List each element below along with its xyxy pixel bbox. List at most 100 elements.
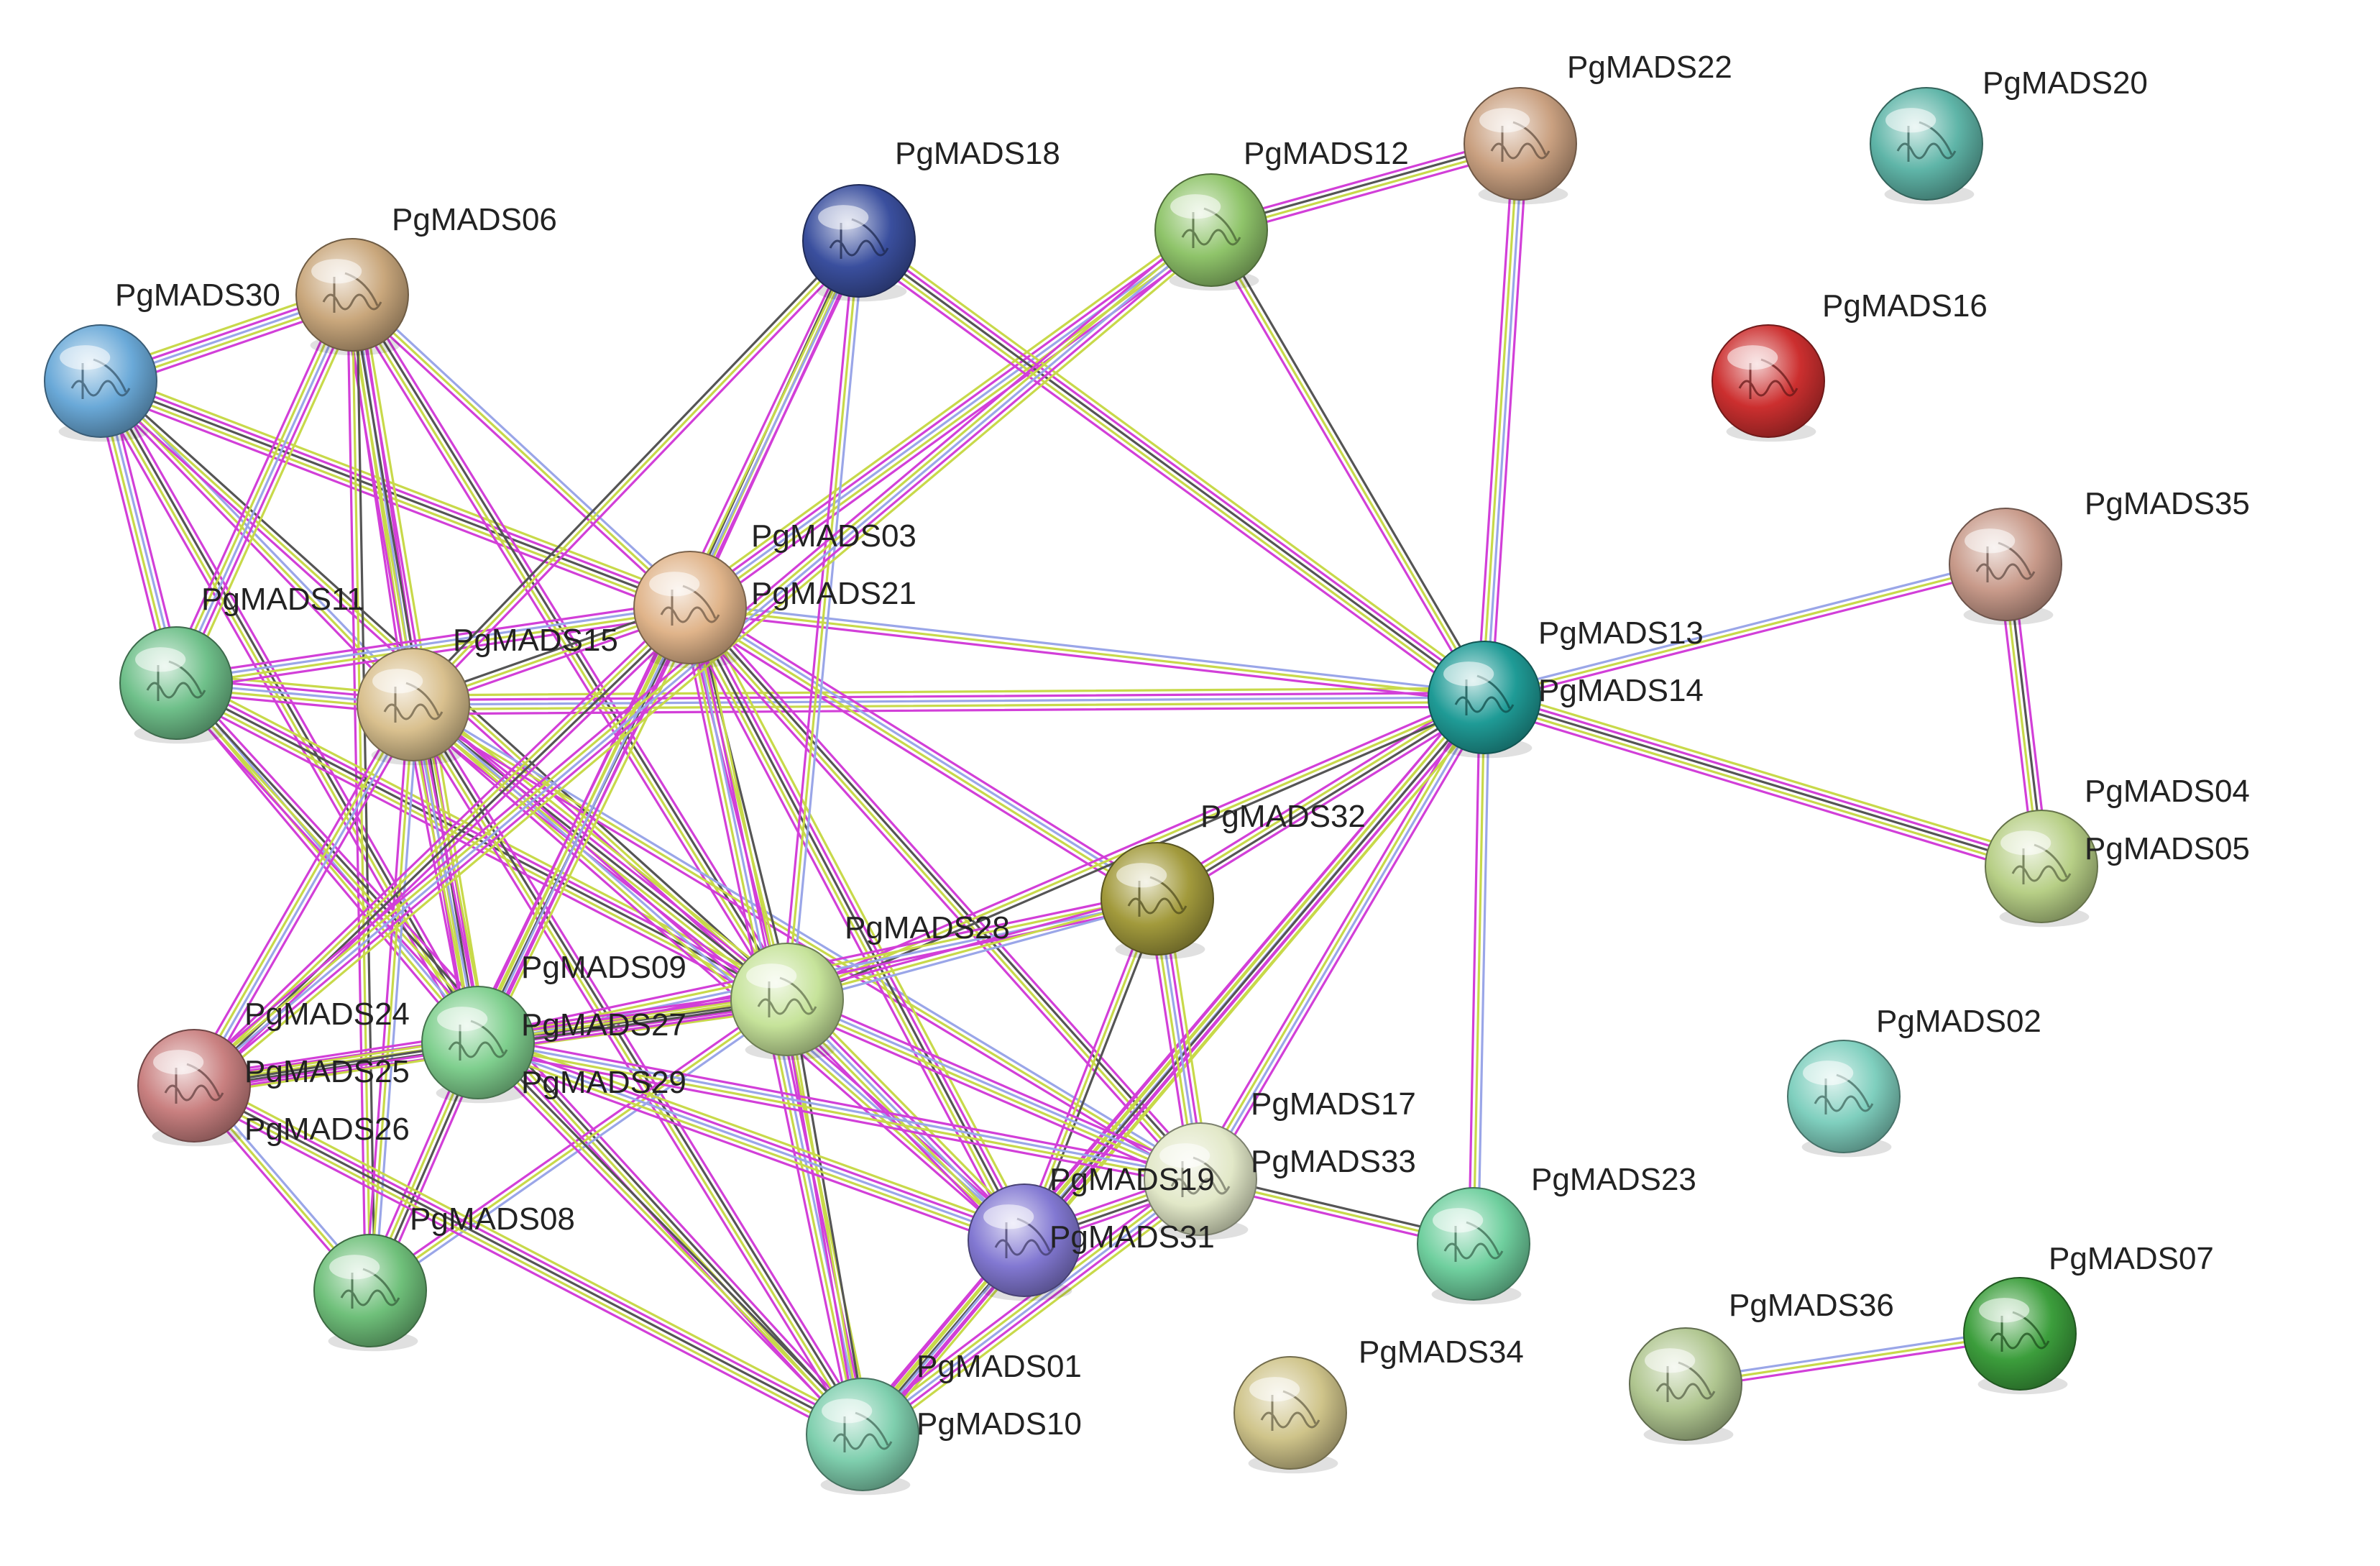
edge-strand xyxy=(687,608,1157,902)
edge-strand xyxy=(1027,899,1163,1244)
node-pgmads08[interactable] xyxy=(313,1234,427,1352)
node-sphere xyxy=(802,184,916,298)
node-pgmads11[interactable] xyxy=(119,626,233,744)
node-sphere xyxy=(357,648,470,761)
edge-strand xyxy=(348,297,689,613)
node-pgmads04[interactable] xyxy=(1985,810,2098,928)
edge-strand xyxy=(412,700,1486,711)
edge-strand xyxy=(786,239,860,1001)
node-gloss xyxy=(1443,661,1494,687)
edge-strand xyxy=(1205,700,1492,1184)
node-pgmads23[interactable] xyxy=(1417,1187,1530,1305)
node-sphere xyxy=(1464,87,1577,201)
node-pgmads30[interactable] xyxy=(44,324,157,442)
node-pgmads22[interactable] xyxy=(1464,87,1577,205)
node-pgmads07[interactable] xyxy=(1963,1277,2077,1395)
edge-strand xyxy=(1481,700,2041,872)
edge-PgMADS13-PgMADS32 xyxy=(1152,690,1489,906)
edge-strand xyxy=(786,897,1159,1001)
node-label: PgMADS31 xyxy=(1049,1219,1215,1255)
node-label: PgMADS36 xyxy=(1729,1288,1894,1323)
node-pgmads36[interactable] xyxy=(1629,1327,1742,1445)
edge-strand xyxy=(1159,702,1489,906)
edge-strand xyxy=(1486,687,2046,859)
edge-strand xyxy=(473,1044,861,1439)
node-pgmads34[interactable] xyxy=(1233,1356,1347,1474)
node-pgmads28[interactable] xyxy=(730,943,844,1061)
node-gloss xyxy=(1479,108,1530,133)
node-pgmads16[interactable] xyxy=(1712,324,1825,442)
node-pgmads20[interactable] xyxy=(1870,87,1983,205)
edge-strand xyxy=(364,702,410,1292)
edge-strand xyxy=(170,690,784,1009)
edge-strand xyxy=(174,604,692,682)
node-label: PgMADS16 xyxy=(1822,288,1988,324)
node-pgmads02[interactable] xyxy=(1787,1040,1901,1158)
node-label: PgMADS34 xyxy=(1359,1334,1524,1370)
node-sphere xyxy=(1233,1356,1347,1470)
edge-strand xyxy=(477,1039,1203,1178)
edge-PgMADS15-PgMADS18 xyxy=(408,236,864,710)
node-label: PgMADS05 xyxy=(2085,831,2250,866)
edge-strand xyxy=(694,601,1207,1176)
node-label: PgMADS29 xyxy=(521,1065,686,1100)
node-pgmads06[interactable] xyxy=(295,238,409,356)
edge-strand xyxy=(175,608,692,687)
node-pgmads01[interactable] xyxy=(806,1378,919,1496)
node-pgmads15[interactable] xyxy=(357,648,470,766)
edge-strand xyxy=(790,997,869,1435)
node-gloss xyxy=(1159,1143,1210,1168)
edge-strand xyxy=(179,296,358,687)
edge-strand xyxy=(1157,698,1487,902)
edge-strand xyxy=(868,702,1493,1442)
edge-PgMADS12-PgMADS13 xyxy=(1205,226,1490,701)
node-pgmads17[interactable] xyxy=(1144,1122,1257,1240)
edge-strand xyxy=(188,1092,860,1444)
edge-PgMADS32-PgMADS28 xyxy=(784,893,1160,1005)
edge-strand xyxy=(858,239,1486,699)
node-pgmads24[interactable] xyxy=(137,1029,251,1147)
edge-PgMADS09-PgMADS01 xyxy=(473,1038,868,1439)
edge-strand xyxy=(684,607,784,1002)
node-sphere xyxy=(1787,1040,1901,1153)
edge-PgMADS13-PgMADS04 xyxy=(1480,687,2046,877)
edge-PgMADS17-PgMADS01 xyxy=(855,1170,1208,1444)
edge-PgMADS03-PgMADS17 xyxy=(684,601,1207,1186)
edge-strand xyxy=(477,1041,864,1436)
node-pgmads35[interactable] xyxy=(1949,508,2062,626)
node-gloss xyxy=(1885,108,1936,133)
node-pgmads13[interactable] xyxy=(1428,641,1541,759)
edge-strand xyxy=(198,236,1219,1094)
node-label: PgMADS33 xyxy=(1251,1144,1416,1179)
edge-strand xyxy=(166,290,345,681)
edge-strand xyxy=(783,1004,1199,1187)
node-pgmads18[interactable] xyxy=(802,184,916,302)
node-pgmads19[interactable] xyxy=(968,1183,1081,1301)
edge-strand xyxy=(473,1050,1023,1250)
node-pgmads12[interactable] xyxy=(1154,173,1268,291)
nodes-layer xyxy=(44,87,2098,1496)
node-sphere xyxy=(119,626,233,740)
edge-strand xyxy=(188,601,686,1082)
node-sphere xyxy=(1417,1187,1530,1301)
edge-PgMADS13-PgMADS23 xyxy=(1467,696,1491,1245)
edge-strand xyxy=(1483,563,2007,699)
node-gloss xyxy=(329,1255,380,1280)
edge-strand xyxy=(692,232,1216,613)
edge-strand xyxy=(685,612,1155,906)
node-sphere xyxy=(806,1378,919,1491)
node-sphere xyxy=(1870,87,1983,201)
node-label: PgMADS23 xyxy=(1531,1162,1696,1197)
edge-strand xyxy=(683,221,1208,602)
edge-PgMADS13-PgMADS17 xyxy=(1193,692,1492,1184)
node-gloss xyxy=(1645,1348,1696,1373)
node-gloss xyxy=(60,345,111,370)
node-pgmads09[interactable] xyxy=(421,986,535,1104)
edge-strand xyxy=(1213,226,1490,697)
node-pgmads03[interactable] xyxy=(633,551,747,669)
node-label: PgMADS14 xyxy=(1538,673,1704,708)
edge-strand xyxy=(1483,696,2043,868)
edge-PgMADS28-PgMADS17 xyxy=(783,992,1205,1187)
node-pgmads32[interactable] xyxy=(1101,842,1214,960)
